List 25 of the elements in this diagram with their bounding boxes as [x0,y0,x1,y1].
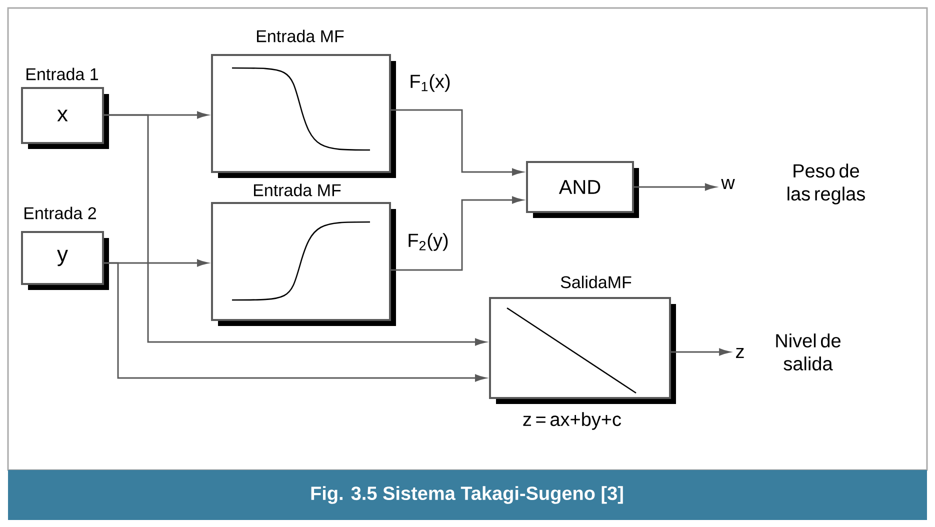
membership-function-box [211,202,396,326]
box-heading: Entrada MF [257,30,344,42]
output-symbol: z [736,348,744,358]
output-description: Nivel de salida [776,334,840,370]
output-symbol: w [721,178,735,190]
output-description: Peso de las reglas [788,164,865,204]
arrow [391,196,523,271]
arrow [671,348,730,356]
input-box: y [21,231,109,290]
arrow [104,262,486,382]
box-heading: Entrada 2 [24,206,96,220]
formula-text: z = ax+by+c [523,412,622,430]
output-function-box [489,297,676,404]
box-heading: SalidaMF [560,276,632,288]
membership-function-box [211,54,396,178]
arrow [104,114,486,346]
box-heading: Entrada MF [254,184,341,196]
caption-bar: Fig. 3.5 Sistema Takagi-Sugeno [3] [8,470,927,520]
and-box: AND [526,161,639,218]
arrow [634,183,716,191]
edge-label: F$_{2}$(y) [406,232,450,252]
input-box: x [21,87,109,149]
edge-label: F$_{1}$(x) [408,73,452,93]
box-heading: Entrada 1 [26,68,98,80]
arrow [391,109,523,176]
